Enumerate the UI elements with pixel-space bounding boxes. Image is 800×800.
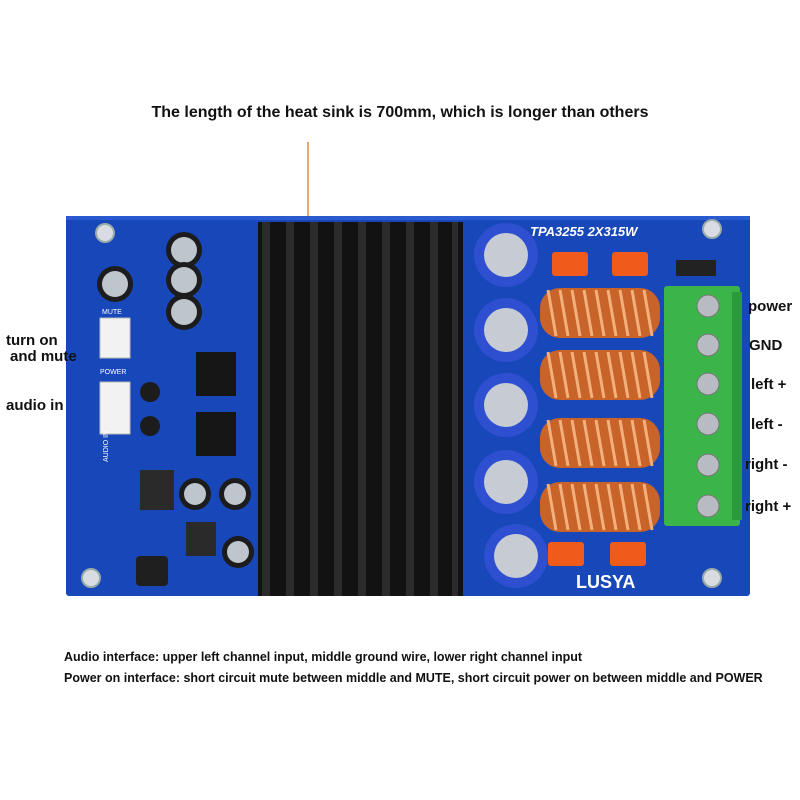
output-inductors <box>540 288 660 532</box>
regulator-chip-2 <box>186 522 216 556</box>
terminal-label-left-plus: left + <box>751 376 787 393</box>
mute-power-header <box>99 317 131 359</box>
note-power-interface: Power on interface: short circuit mute b… <box>64 671 763 685</box>
board-model-text: TPA3255 2X315W <box>530 224 639 239</box>
mute-silkscreen: MUTE <box>102 309 122 316</box>
small-capacitors <box>97 232 254 568</box>
speaker-terminal-block <box>664 286 742 526</box>
filter-capacitors <box>474 223 548 588</box>
power-silkscreen: POWER <box>100 369 126 376</box>
film-capacitors <box>548 252 648 566</box>
label-turn-on: turn on <box>6 332 58 349</box>
terminal-label-gnd: GND <box>749 337 783 354</box>
heat-sink <box>258 222 463 596</box>
terminal-label-power: power <box>748 298 793 315</box>
diode-d7 <box>676 260 716 276</box>
terminal-label-left-minus: left - <box>751 416 783 433</box>
label-audio-in: audio in <box>6 397 64 414</box>
headline: The length of the heat sink is 700mm, wh… <box>151 104 649 121</box>
audio-in-header <box>99 381 131 435</box>
mounting-holes <box>81 219 722 588</box>
heatsink-pointer-line <box>307 142 309 232</box>
terminal-label-right-minus: right - <box>745 456 788 473</box>
brand-text: LUSYA <box>576 572 635 592</box>
audio-in-silkscreen: AUDIO IN <box>103 431 110 462</box>
inductor-small <box>136 556 168 586</box>
terminal-label-right-plus: right + <box>745 498 792 515</box>
op-amp-chips <box>196 352 236 456</box>
note-audio-interface: Audio interface: upper left channel inpu… <box>64 650 583 664</box>
regulator-chip <box>140 470 174 510</box>
label-and-mute: and mute <box>10 348 77 365</box>
